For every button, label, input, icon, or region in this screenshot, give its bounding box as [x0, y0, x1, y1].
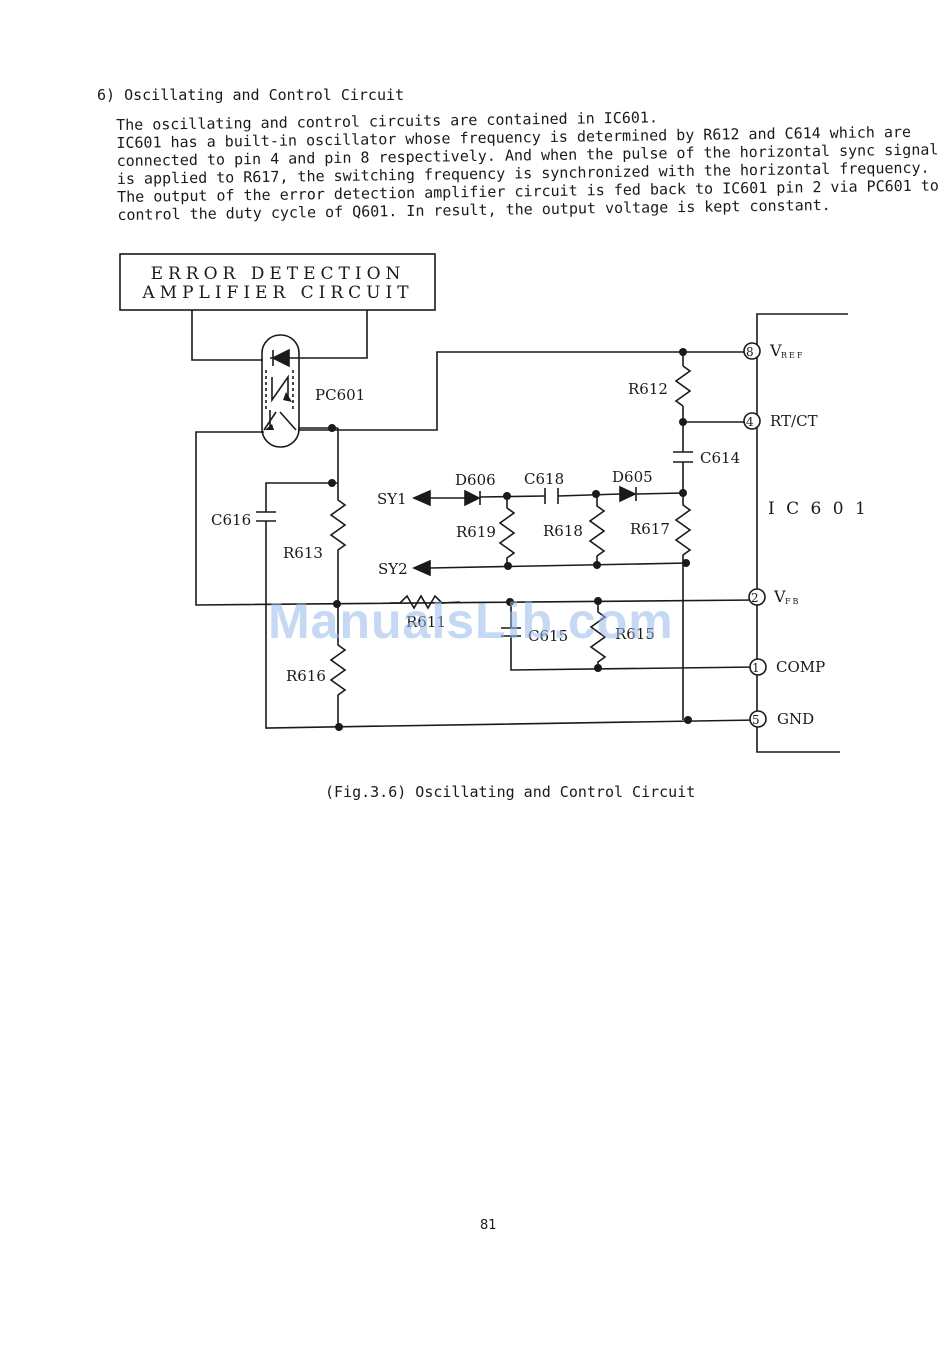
r612-label: R612 [628, 380, 668, 398]
c618-label: C618 [524, 470, 564, 488]
pin-5-name: GND [777, 710, 814, 728]
resistor-r616 [329, 605, 347, 727]
gnd-wire [265, 521, 758, 729]
c614-label: C614 [700, 449, 740, 467]
wire [635, 492, 684, 495]
vref-wire [298, 351, 757, 431]
pin-8-name: V [769, 341, 782, 360]
wire [191, 310, 263, 361]
d605-label: D605 [612, 468, 653, 486]
error-amp-label-1: ERROR DETECTION [151, 264, 406, 284]
c615-label: C615 [528, 627, 568, 645]
pin-1-num: 1 [752, 661, 760, 675]
pin-5-marker [749, 710, 767, 728]
pin-2-name: V [773, 587, 786, 606]
resistor-r611 [390, 594, 461, 610]
wire [557, 493, 621, 497]
pc601-label: PC601 [315, 386, 365, 404]
resistor-r617 [674, 500, 692, 720]
r611-label: R611 [406, 613, 446, 631]
watermark: ManualsLib.com [268, 593, 674, 649]
r616-label: R616 [286, 667, 326, 685]
pin-5-num: 5 [752, 713, 760, 727]
r618-label: R618 [543, 522, 583, 540]
page-number: 81 [480, 1218, 497, 1233]
wire [429, 562, 689, 569]
resistor-r612 [674, 365, 692, 407]
sy2-label: SY2 [378, 560, 408, 578]
pin-2-sub: FB [785, 597, 800, 606]
diode-d605 [619, 485, 637, 503]
pin-4-name: RT/CT [770, 412, 818, 430]
vfb-wire [195, 431, 758, 606]
wire [479, 495, 546, 498]
resistor-r619 [498, 497, 516, 566]
resistor-r615 [589, 601, 607, 668]
pin-4-marker [743, 412, 761, 430]
comp-wire [510, 636, 758, 671]
pin-1-marker [749, 658, 767, 676]
r613-label: R613 [283, 544, 323, 562]
resistor-r613 [329, 493, 347, 605]
sy1-arrow [412, 489, 431, 507]
sy2-arrow [412, 559, 431, 577]
pin-8-num: 8 [746, 345, 754, 359]
pin-8-marker [743, 342, 761, 360]
photocoupler-pc601 [261, 334, 300, 448]
sy1-label: SY1 [377, 490, 407, 508]
ic601-body [756, 313, 848, 753]
diode-d606 [464, 489, 481, 507]
wire [265, 482, 338, 512]
pin-8-sub: REF [781, 351, 804, 360]
wire [298, 310, 368, 359]
error-amp-label-2: AMPLIFIER CIRCUIT [141, 283, 413, 303]
error-amp-box [119, 253, 436, 311]
r619-label: R619 [456, 523, 496, 541]
pin-2-marker [748, 588, 766, 606]
figure-caption: (Fig.3.6) Oscillating and Control Circui… [325, 783, 696, 801]
r617-label: R617 [630, 520, 670, 538]
r615-label: R615 [615, 625, 655, 643]
d606-label: D606 [455, 471, 496, 489]
pin-4-num: 4 [746, 415, 754, 429]
ic601-label: I C 6 0 1 [768, 499, 869, 519]
section-heading: 6) Oscillating and Control Circuit [97, 86, 405, 104]
pin-1-name: COMP [776, 658, 825, 676]
pin-2-num: 2 [751, 591, 759, 605]
resistor-r618 [588, 495, 606, 566]
junction-dots [328, 348, 692, 731]
c616-label: C616 [211, 511, 251, 529]
